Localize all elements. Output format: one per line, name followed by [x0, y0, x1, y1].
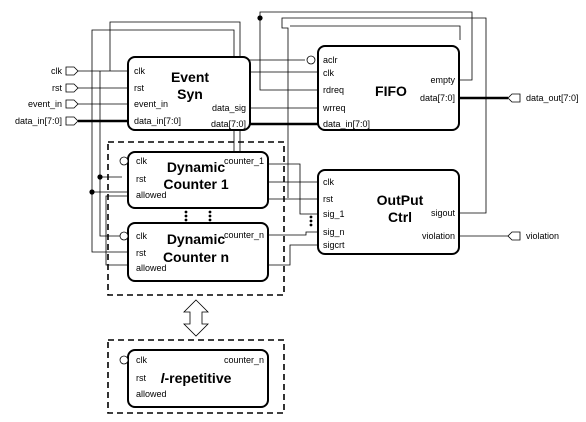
repetitive-box: [127, 349, 269, 408]
event-syn-clk: clk: [134, 66, 145, 76]
output-ctrl-clk: clk: [323, 177, 334, 187]
junction-dot: [97, 174, 103, 180]
counter1-rst: rst: [136, 174, 146, 184]
fifo-data: data[7:0]: [420, 93, 455, 103]
output-ctrl-box: [317, 169, 460, 255]
event-in-input-label: event_in: [28, 99, 62, 109]
ellipsis-dot: [309, 215, 313, 219]
counter1-box: [127, 151, 269, 209]
output-ctrl-sign: sig_n: [323, 227, 345, 237]
ellipsis-dot: [208, 218, 212, 222]
countern-clk-invert-bubble: [119, 231, 129, 241]
countern-title-2: Counter n: [163, 249, 229, 265]
fifo-box: [317, 45, 460, 131]
output-ctrl-sigout: sigout: [431, 208, 456, 218]
data-in-input-label: data_in[7:0]: [15, 116, 62, 126]
ellipsis-dot: [309, 223, 313, 227]
countern-rst: rst: [136, 248, 146, 258]
fifo-rdreq: rdreq: [323, 85, 344, 95]
output-ctrl-title-1: OutPut: [377, 192, 424, 208]
ellipsis-dot: [184, 214, 188, 218]
repetitive-clk: clk: [136, 355, 147, 365]
ellipsis-dot: [184, 210, 188, 214]
ellipsis-dot: [208, 214, 212, 218]
ellipsis-dot: [184, 218, 188, 222]
repetitive-title: l-repetitive: [161, 370, 232, 386]
fifo-wrreq: wrreq: [322, 103, 346, 113]
counter-group-frame: [107, 141, 285, 296]
counter1-clk: clk: [136, 156, 147, 166]
countern-title-1: Dynamic: [167, 231, 226, 247]
repetitive-rst: rst: [136, 373, 146, 383]
aclr-invert-bubble: [306, 55, 316, 65]
event-syn-box: [127, 56, 251, 131]
counter1-clk-invert-bubble: [119, 156, 129, 166]
repetitive-group-frame: [107, 339, 285, 414]
repetitive-clk-invert-bubble: [119, 355, 129, 365]
countern-clk: clk: [136, 231, 147, 241]
output-ctrl-rst: rst: [323, 194, 333, 204]
data-out-pin-icon: [507, 93, 521, 103]
rst-input-label: rst: [52, 83, 62, 93]
output-ctrl-sigcrt: sigcrt: [323, 240, 345, 250]
ellipsis-dot: [208, 210, 212, 214]
counter1-out: counter_1: [224, 156, 264, 166]
event-syn-rst: rst: [134, 83, 144, 93]
event-in-pin-icon: [65, 99, 79, 109]
rst-pin-icon: [65, 83, 79, 93]
counter1-allowed: allowed: [136, 190, 167, 200]
counter1-title-2: Counter 1: [163, 176, 229, 192]
fifo-aclr: aclr: [323, 55, 338, 65]
violation-output-label: violation: [526, 231, 559, 241]
repetitive-block: l-repetitive clk rst allowed counter_n: [119, 349, 269, 408]
countern-allowed: allowed: [136, 263, 167, 273]
violation-pin-icon: [507, 231, 521, 241]
event-syn-block: Event Syn clk rst event_in data_in[7:0] …: [127, 56, 251, 131]
countern-out: counter_n: [224, 230, 264, 240]
output-ctrl-block: OutPut Ctrl clk rst sig_1 sig_n sigcrt s…: [317, 169, 460, 255]
junction-dot: [257, 15, 263, 21]
countern-box: [127, 222, 269, 282]
event-syn-data-sig: data_sig: [212, 103, 246, 113]
fifo-clk: clk: [323, 68, 334, 78]
wires: [78, 11, 508, 337]
repetitive-title-prefix: l: [161, 370, 166, 386]
clk-pin-icon: [65, 66, 79, 76]
junction-dot: [89, 189, 95, 195]
repetitive-out: counter_n: [224, 355, 264, 365]
output-ctrl-violation: violation: [422, 231, 455, 241]
fifo-block: FIFO aclr clk rdreq wrreq data_in[7:0] e…: [306, 45, 460, 131]
counter1-title-1: Dynamic: [167, 159, 226, 175]
fifo-empty: empty: [430, 75, 455, 85]
event-syn-data: data[7:0]: [211, 119, 246, 129]
clk-input-label: clk: [51, 66, 62, 76]
event-syn-data-in: data_in[7:0]: [134, 116, 181, 126]
counter1-block: Dynamic Counter 1 clk rst allowed counte…: [119, 151, 269, 209]
fifo-title: FIFO: [375, 83, 407, 99]
output-pins: data_out[7:0] violation: [507, 93, 579, 241]
output-ctrl-title-2: Ctrl: [388, 209, 412, 225]
input-pins: clk rst event_in data_in[7:0]: [15, 66, 79, 126]
output-ctrl-sig1: sig_1: [323, 209, 345, 219]
event-syn-title-2: Syn: [177, 86, 203, 102]
data-in-pin-icon: [65, 116, 79, 126]
ellipsis-dot: [309, 219, 313, 223]
event-syn-event-in: event_in: [134, 99, 168, 109]
countern-block: Dynamic Counter n clk rst allowed counte…: [119, 222, 269, 282]
repetitive-title-suffix: -repetitive: [164, 370, 231, 386]
event-syn-title-1: Event: [171, 69, 209, 85]
repetitive-allowed: allowed: [136, 389, 167, 399]
fifo-data-in: data_in[7:0]: [323, 119, 370, 129]
counter-ellipsis: [184, 210, 313, 227]
data-out-output-label: data_out[7:0]: [526, 93, 579, 103]
